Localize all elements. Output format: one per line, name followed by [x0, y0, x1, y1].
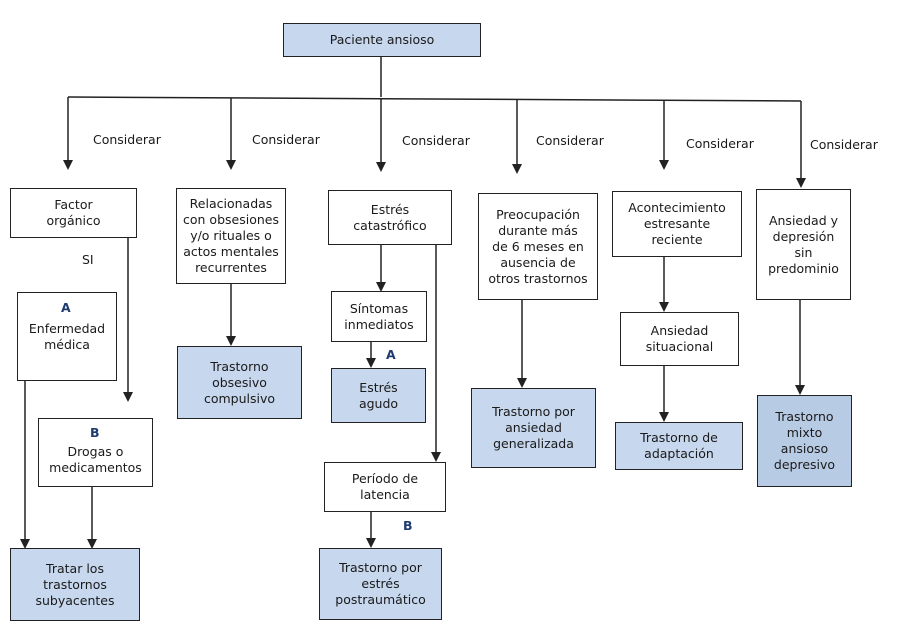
- drugs-node: Drogas o medicamentos: [38, 418, 153, 487]
- root-node: Paciente ansioso: [283, 23, 481, 57]
- obsessions-node: Relacionadas con obsesiones y/o rituales…: [176, 188, 286, 284]
- catastrophic-stress-node: Estrés catastrófico: [328, 190, 452, 245]
- latency-period-node: Período de latencia: [324, 462, 446, 512]
- anxiety-depression-text: Ansiedad y depresión sin predominio: [768, 212, 839, 276]
- tag-b-drugs: B: [90, 425, 100, 440]
- tag-a-acute: A: [386, 347, 396, 362]
- consider-label-2: Considerar: [252, 132, 320, 147]
- immediate-symptoms-node: Síntomas inmediatos: [331, 291, 427, 342]
- mixed-disorder-node: Trastorno mixto ansioso depresivo: [757, 395, 852, 487]
- worry-text: Preocupación durante más de 6 meses en a…: [488, 206, 588, 286]
- consider-label-3: Considerar: [402, 133, 470, 148]
- consider-label-1: Considerar: [93, 132, 161, 147]
- stressful-event-text: Acontecimiento estresante reciente: [628, 200, 726, 247]
- mixed-disorder-text: Trastorno mixto ansioso depresivo: [773, 409, 836, 472]
- catastrophic-stress-text: Estrés catastrófico: [353, 201, 427, 233]
- consider-label-6: Considerar: [810, 137, 878, 152]
- medical-illness-text: Enfermedad médica: [28, 320, 106, 352]
- root-node-text: Paciente ansioso: [329, 32, 435, 47]
- ptsd-text: Trastorno por estrés postraumático: [335, 560, 426, 607]
- consider-label-4: Considerar: [536, 133, 604, 148]
- latency-period-text: Período de latencia: [351, 471, 419, 502]
- anxiety-depression-node: Ansiedad y depresión sin predominio: [756, 189, 851, 300]
- ptsd-node: Trastorno por estrés postraumático: [319, 548, 442, 620]
- stressful-event-node: Acontecimiento estresante reciente: [612, 191, 742, 257]
- treat-underlying-node: Tratar los trastornos subyacentes: [10, 548, 140, 621]
- immediate-symptoms-text: Síntomas inmediatos: [344, 300, 414, 332]
- si-label: SI: [82, 252, 94, 267]
- organic-factor-node: Factor orgánico: [10, 188, 137, 238]
- treat-underlying-text: Tratar los trastornos subyacentes: [35, 560, 115, 608]
- situational-anxiety-node: Ansiedad situacional: [620, 312, 739, 366]
- ocd-node: Trastorno obsesivo compulsivo: [177, 346, 302, 419]
- situational-anxiety-text: Ansiedad situacional: [645, 323, 714, 354]
- drugs-text: Drogas o medicamentos: [49, 443, 142, 475]
- worry-node: Preocupación durante más de 6 meses en a…: [478, 193, 598, 300]
- adjustment-disorder-text: Trastorno de adaptación: [640, 430, 718, 461]
- obsessions-text: Relacionadas con obsesiones y/o rituales…: [183, 196, 279, 275]
- tag-a-medical: A: [61, 300, 71, 315]
- ocd-text: Trastorno obsesivo compulsivo: [203, 358, 276, 406]
- organic-factor-text: Factor orgánico: [46, 197, 101, 228]
- acute-stress-text: Estrés agudo: [358, 379, 399, 411]
- consider-label-5: Considerar: [686, 136, 754, 151]
- adjustment-disorder-node: Trastorno de adaptación: [615, 422, 743, 470]
- gad-node: Trastorno por ansiedad generalizada: [471, 388, 596, 468]
- gad-text: Trastorno por ansiedad generalizada: [492, 404, 575, 451]
- medical-illness-node: Enfermedad médica: [17, 292, 117, 381]
- acute-stress-node: Estrés agudo: [331, 368, 426, 423]
- tag-b-ptsd: B: [403, 518, 413, 533]
